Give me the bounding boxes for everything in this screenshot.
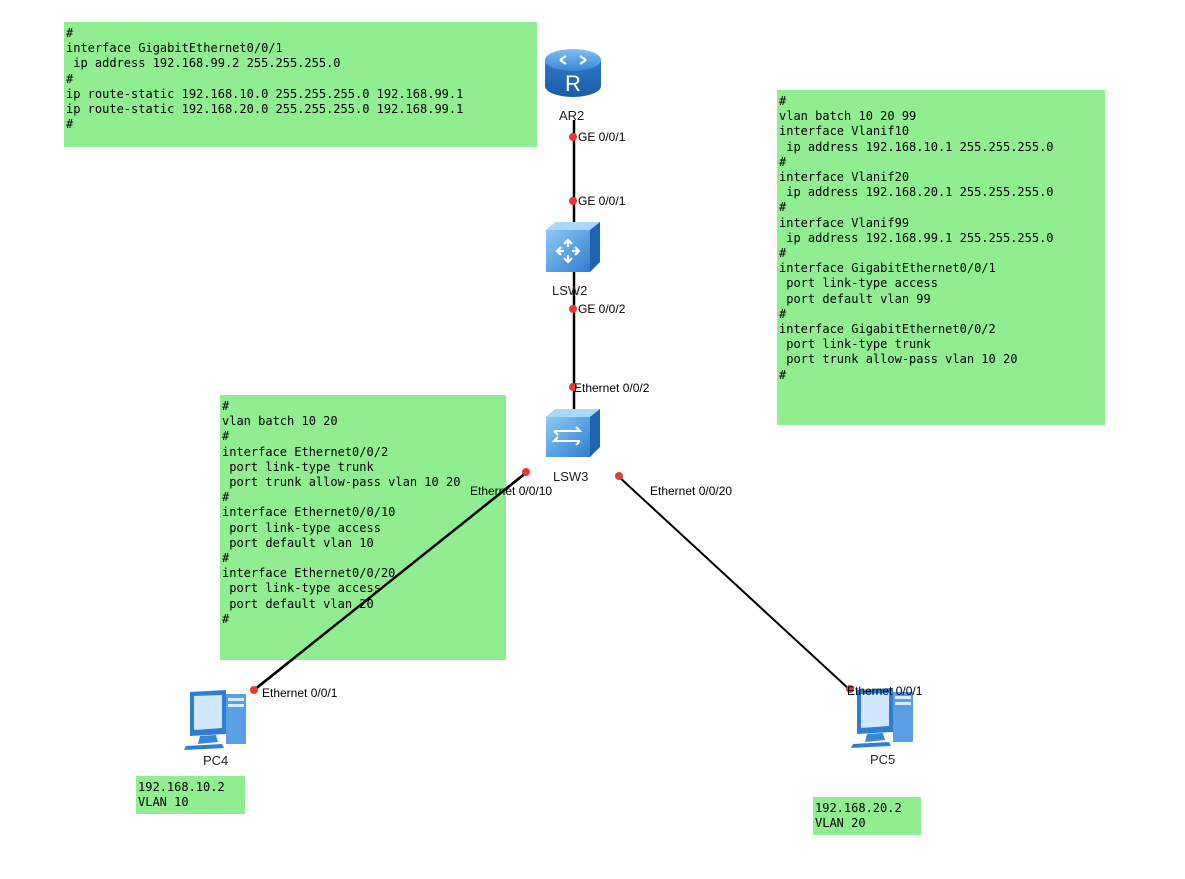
port-label-lsw3-e0020: Ethernet 0/0/20 — [650, 484, 733, 498]
svg-text:R: R — [565, 71, 581, 96]
port-dot-lsw3-e0010[interactable] — [522, 468, 530, 476]
l2-switch-icon — [546, 409, 600, 457]
pc4-info-note: 192.168.10.2 VLAN 10 — [136, 776, 245, 814]
pc-pc5[interactable] — [849, 686, 919, 748]
pc-icon — [184, 690, 246, 750]
port-dot-lsw3-e002[interactable] — [569, 383, 577, 391]
ar2-config-note: # interface GigabitEthernet0/0/1 ip addr… — [64, 22, 537, 147]
port-label-pc5-e001: Ethernet 0/0/1 — [847, 684, 923, 698]
port-dot-lsw2-ge002[interactable] — [569, 305, 577, 313]
link-lsw3-pc4-overlay — [253, 471, 528, 691]
pc-icon — [851, 688, 913, 748]
port-label-lsw2-ge002: GE 0/0/2 — [578, 302, 626, 316]
device-label-ar2: AR2 — [559, 108, 585, 123]
device-label-pc4: PC4 — [203, 753, 229, 768]
router-ar2[interactable]: R — [542, 46, 604, 104]
device-label-lsw3: LSW3 — [553, 469, 589, 484]
link-lsw3-pc5[interactable] — [617, 475, 851, 691]
switch-lsw2[interactable] — [542, 220, 602, 274]
port-dot-lsw3-e0020[interactable] — [615, 472, 623, 480]
switch-lsw3[interactable] — [542, 407, 602, 459]
l3-switch-icon — [546, 222, 600, 272]
pc5-info-note: 192.168.20.2 VLAN 20 — [813, 797, 921, 835]
lsw3-config-note: # vlan batch 10 20 # interface Ethernet0… — [220, 395, 506, 660]
device-label-pc5: PC5 — [870, 752, 896, 767]
lsw2-config-note: # vlan batch 10 20 99 interface Vlanif10… — [777, 90, 1105, 425]
port-label-ar2-ge001: GE 0/0/1 — [578, 130, 626, 144]
port-dot-ar2-ge001[interactable] — [569, 133, 577, 141]
port-dot-pc5-e001[interactable] — [846, 685, 854, 693]
port-label-pc4-e001: Ethernet 0/0/1 — [262, 686, 338, 700]
device-label-lsw2: LSW2 — [552, 283, 588, 298]
router-icon: R — [545, 49, 601, 97]
pc-pc4[interactable] — [182, 688, 252, 750]
port-label-lsw3-e002: Ethernet 0/0/2 — [574, 381, 650, 395]
port-dot-lsw2-ge001[interactable] — [569, 197, 577, 205]
port-label-lsw2-ge001: GE 0/0/1 — [578, 194, 626, 208]
port-label-lsw3-e0010: Ethernet 0/0/10 — [470, 484, 553, 498]
port-dot-pc4-e001[interactable] — [250, 686, 258, 694]
